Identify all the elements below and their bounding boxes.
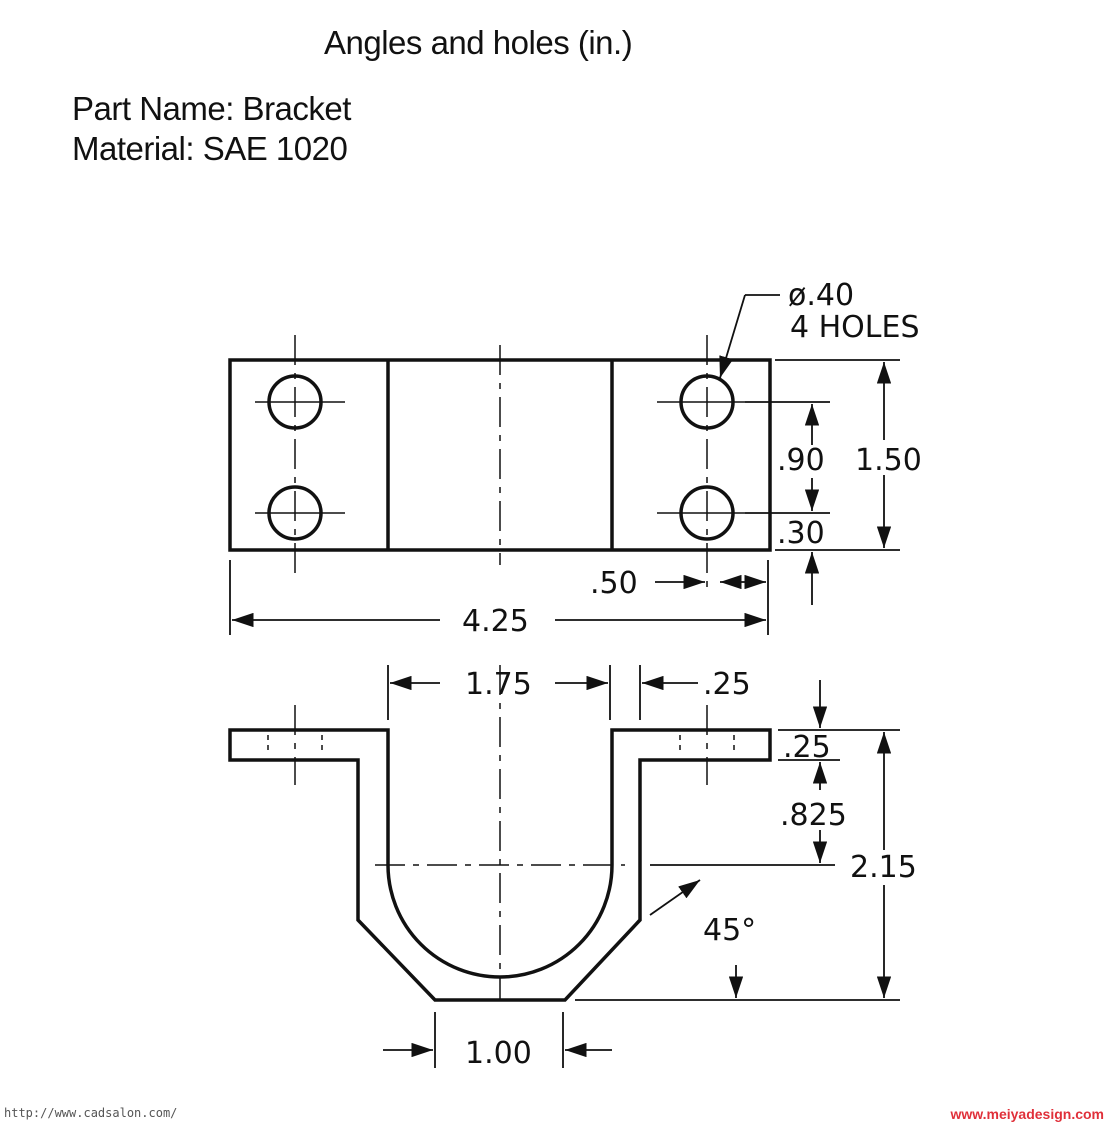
hole-spacing-label: .90 xyxy=(777,443,825,478)
height-label: 1.50 xyxy=(855,443,922,478)
hole-diameter-label: ø.40 xyxy=(788,278,854,313)
length-label: 4.25 xyxy=(462,604,529,639)
inner-width-label: 1.75 xyxy=(465,667,532,702)
center-lines xyxy=(255,335,745,1000)
angle-label: 45° xyxy=(703,913,756,948)
bottom-width-label: 1.00 xyxy=(465,1036,532,1071)
wall-label: .25 xyxy=(703,667,751,702)
part-name: Part Name: Bracket xyxy=(72,90,351,127)
flange-thickness-label: .25 xyxy=(783,730,831,765)
hole-edge-label: .30 xyxy=(777,516,825,551)
material: Material: SAE 1020 xyxy=(72,130,348,167)
drawing-title: Angles and holes (in.) xyxy=(324,24,633,61)
source-url: http://www.cadsalon.com/ xyxy=(4,1106,178,1120)
hole-side-label: .50 xyxy=(590,566,638,601)
hole-count-label: 4 HOLES xyxy=(790,310,920,345)
total-height-label: 2.15 xyxy=(850,850,917,885)
watermark: www.meiyadesign.com xyxy=(950,1106,1104,1122)
flange-to-center-label: .825 xyxy=(780,798,847,833)
dimension-lines xyxy=(229,294,900,1068)
front-view xyxy=(228,728,772,1002)
